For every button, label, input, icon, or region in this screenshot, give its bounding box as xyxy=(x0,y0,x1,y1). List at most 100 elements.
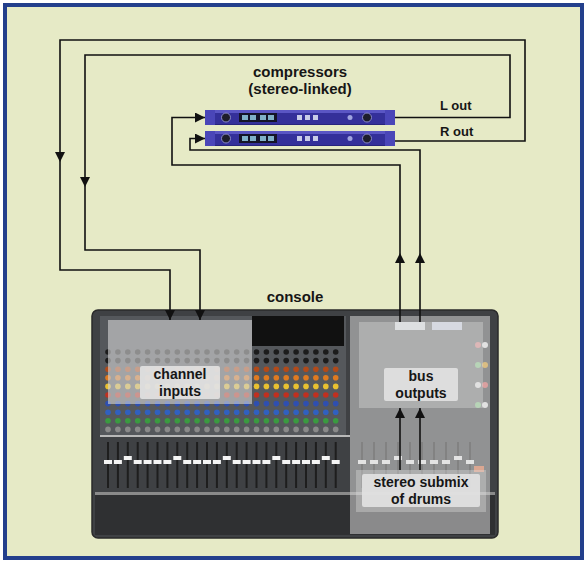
knob xyxy=(115,418,121,424)
console-body xyxy=(92,310,498,538)
knob xyxy=(333,427,339,433)
master-section-highlight xyxy=(350,316,490,534)
knob xyxy=(333,401,339,407)
knob xyxy=(105,427,111,433)
knob xyxy=(184,409,190,415)
knob xyxy=(175,427,181,433)
knob xyxy=(333,366,339,372)
channel-inputs-region: channel inputs xyxy=(108,320,252,404)
knob xyxy=(313,375,319,381)
rack-ear xyxy=(385,110,395,125)
knob xyxy=(363,113,372,122)
signal-line xyxy=(85,55,510,320)
knob xyxy=(323,384,329,390)
display-segment xyxy=(260,136,266,141)
fader-cap xyxy=(272,456,280,460)
fader-slot xyxy=(186,442,188,488)
knob xyxy=(313,409,319,415)
knob xyxy=(175,409,181,415)
button xyxy=(297,115,302,120)
output-label: L out xyxy=(440,98,472,113)
compressor-face xyxy=(205,131,395,146)
display xyxy=(239,134,277,143)
knob xyxy=(194,427,200,433)
fader-slot xyxy=(335,442,337,488)
knob xyxy=(313,401,319,407)
knob xyxy=(283,349,289,355)
knob xyxy=(303,427,309,433)
knob xyxy=(283,375,289,381)
fader-cap xyxy=(302,460,310,464)
knob xyxy=(194,418,200,424)
knob xyxy=(274,401,280,407)
knob xyxy=(313,384,319,390)
knob xyxy=(323,392,329,398)
knob xyxy=(165,409,171,415)
fader-cap xyxy=(144,460,152,464)
knob xyxy=(333,418,339,424)
knob xyxy=(313,349,319,355)
fader-cap xyxy=(154,460,162,464)
knob xyxy=(274,409,280,415)
knob xyxy=(274,366,280,372)
button xyxy=(297,136,302,141)
signal-line xyxy=(399,408,401,470)
knob xyxy=(303,409,309,415)
fader-slot xyxy=(295,442,297,488)
knob xyxy=(224,409,230,415)
knob xyxy=(264,366,270,372)
fader-slot xyxy=(285,442,287,488)
fader-slot xyxy=(137,442,139,488)
knob xyxy=(293,392,299,398)
knob xyxy=(323,427,329,433)
knob xyxy=(323,366,329,372)
fader-slot xyxy=(315,442,317,488)
knob xyxy=(323,349,329,355)
fader-cap xyxy=(292,460,300,464)
knob xyxy=(303,349,309,355)
knob xyxy=(254,409,260,415)
knob xyxy=(323,358,329,364)
knob xyxy=(333,384,339,390)
knob xyxy=(125,418,131,424)
knob xyxy=(184,418,190,424)
knob xyxy=(274,392,280,398)
knob xyxy=(323,409,329,415)
knob xyxy=(125,427,131,433)
meter-bridge xyxy=(252,316,344,346)
knob xyxy=(293,401,299,407)
fader-cap xyxy=(124,456,132,460)
fader-slot xyxy=(166,442,168,488)
display-segment xyxy=(242,136,248,141)
fader-slot xyxy=(256,442,258,488)
knob xyxy=(254,375,260,381)
knob xyxy=(293,427,299,433)
region-label: stereo submix of drums xyxy=(362,474,480,507)
knob xyxy=(254,358,260,364)
console-area: channel inputsbus outputsstereo submix o… xyxy=(90,284,500,540)
knob xyxy=(135,409,141,415)
knob xyxy=(264,401,270,407)
fader-slot xyxy=(107,442,109,488)
knob xyxy=(303,366,309,372)
knob xyxy=(264,384,270,390)
knob xyxy=(283,401,289,407)
knob xyxy=(283,392,289,398)
knob xyxy=(155,409,161,415)
fader-cap xyxy=(213,460,221,464)
knob xyxy=(323,375,329,381)
knob xyxy=(283,366,289,372)
knob xyxy=(283,418,289,424)
knob xyxy=(313,358,319,364)
knob xyxy=(283,358,289,364)
knob xyxy=(323,418,329,424)
knob xyxy=(264,409,270,415)
button xyxy=(313,115,318,120)
knob xyxy=(204,427,210,433)
knob xyxy=(303,358,309,364)
compressor-unit: R out xyxy=(205,131,395,146)
knob xyxy=(125,409,131,415)
fader-cap xyxy=(233,460,241,464)
fader-slot xyxy=(206,442,208,488)
knob xyxy=(145,427,151,433)
